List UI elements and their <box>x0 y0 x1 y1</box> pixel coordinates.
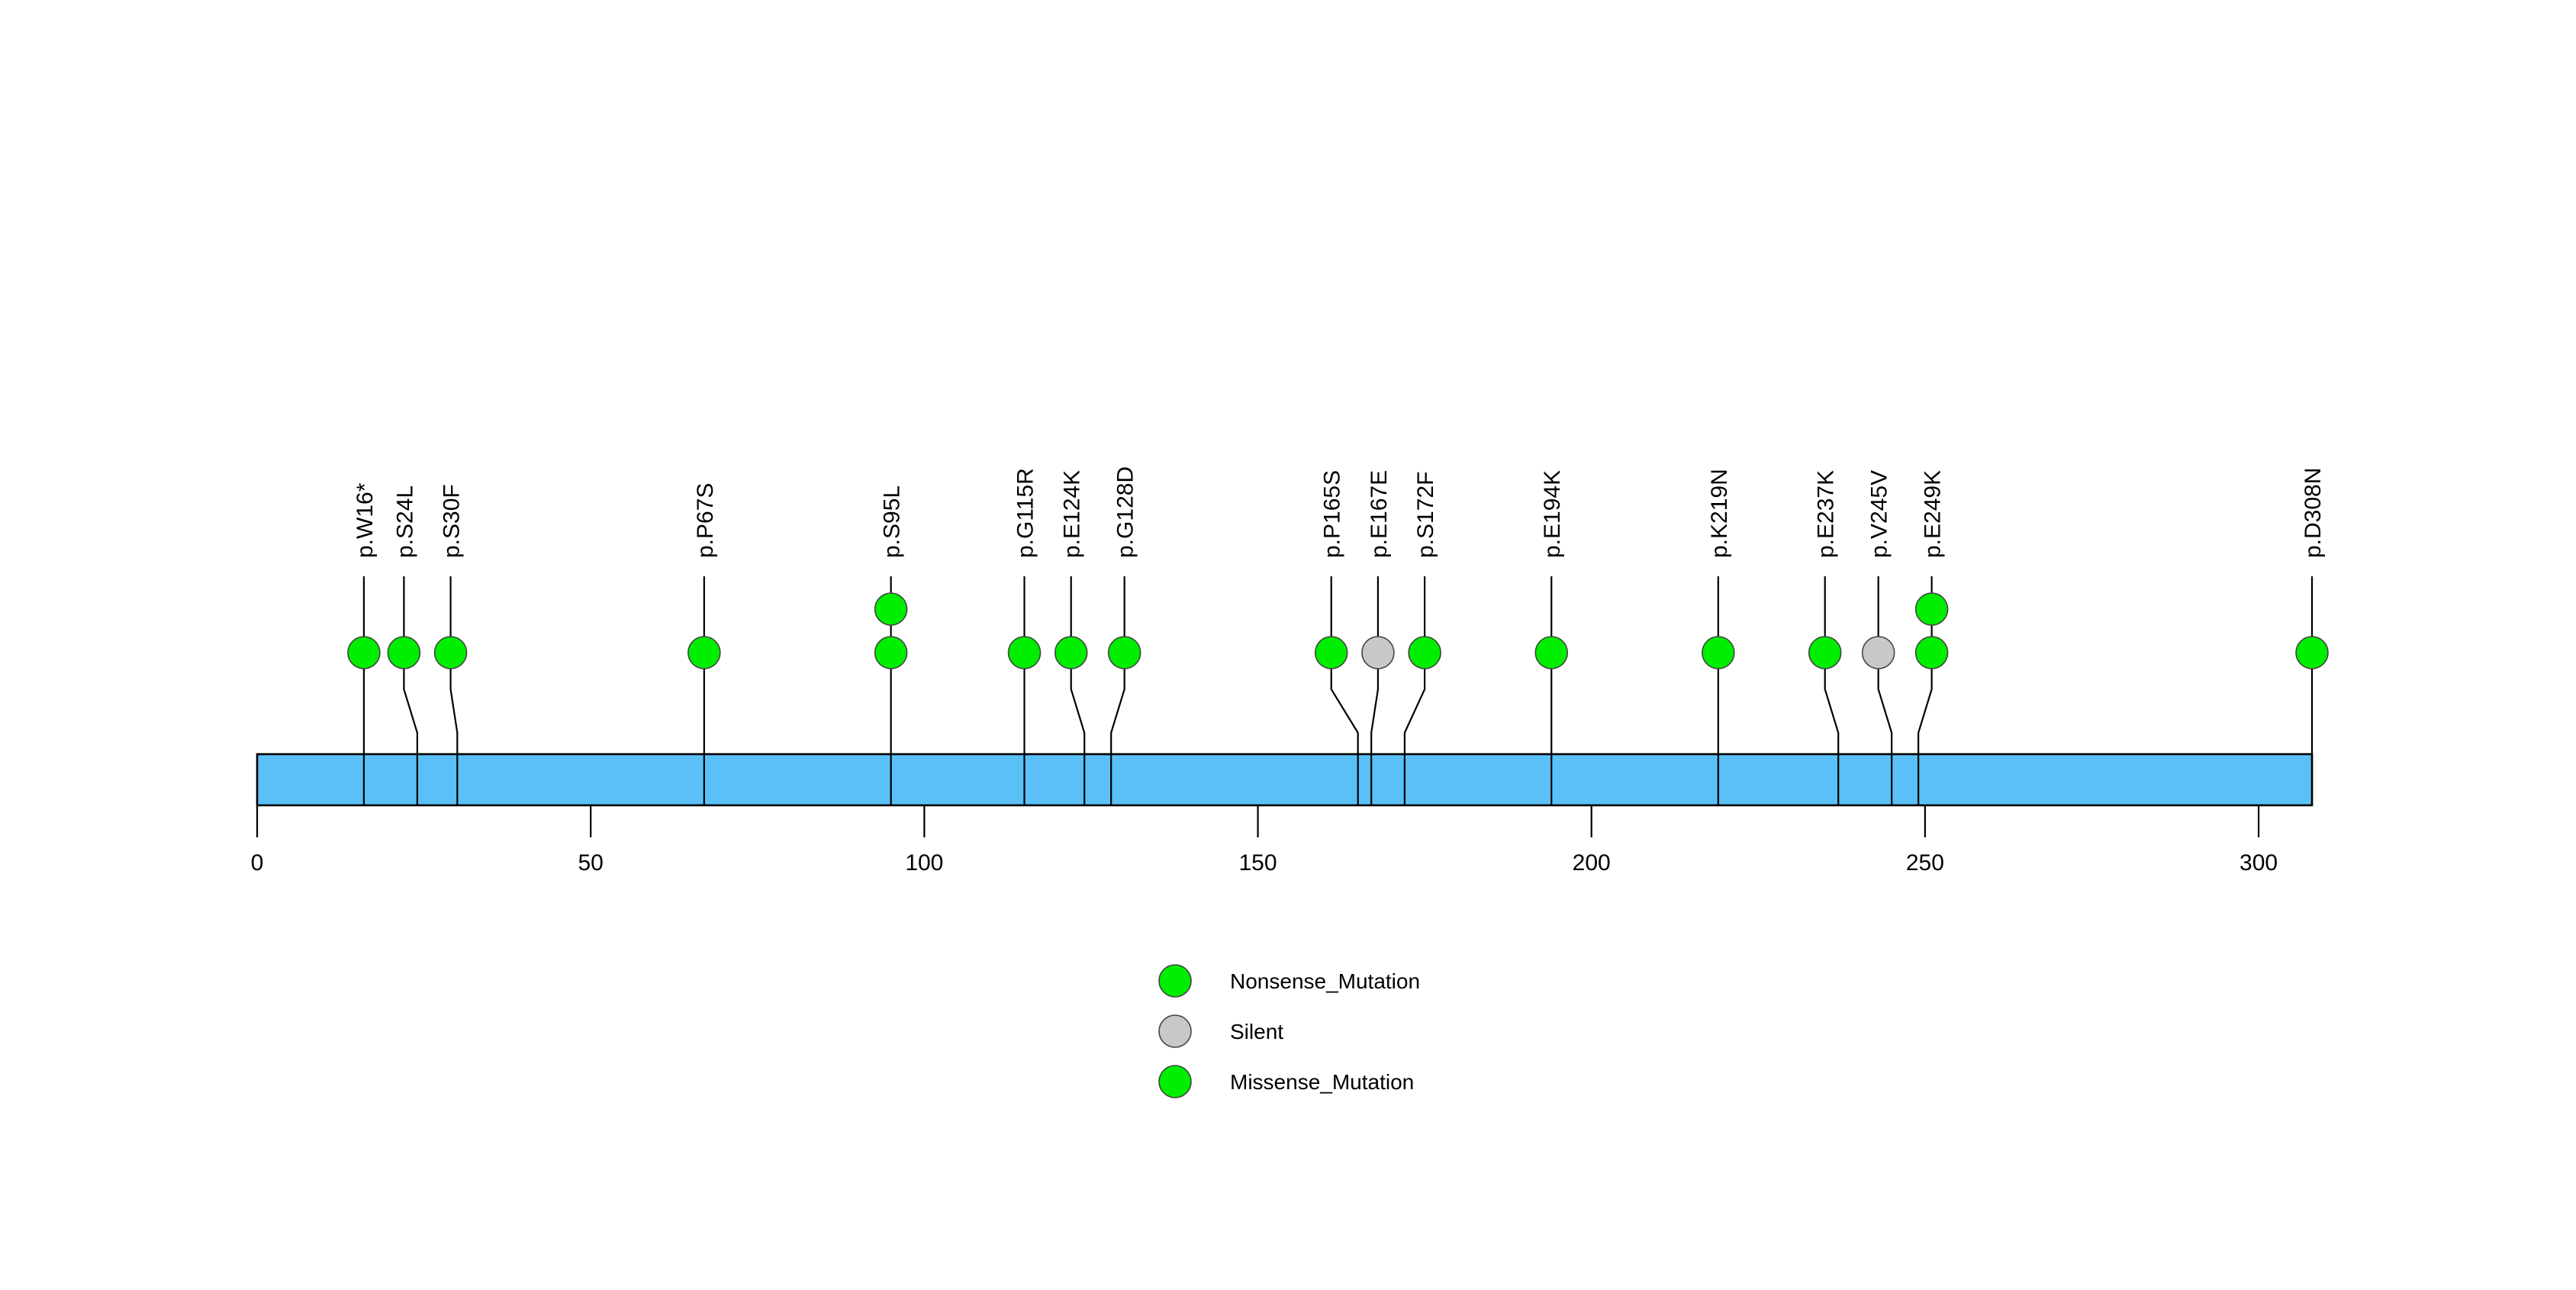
axis-tick-label: 0 <box>251 850 264 876</box>
axis-tick-label: 50 <box>578 850 603 876</box>
mutation-dot[interactable] <box>387 636 421 669</box>
mutation-dot[interactable] <box>1861 636 1895 669</box>
mutation-dot[interactable] <box>874 592 908 626</box>
mutation-label: p.K219N <box>1707 469 1732 558</box>
mutation-label: p.P67S <box>693 483 718 558</box>
mutation-label: p.V245V <box>1867 470 1892 558</box>
mutation-label: p.E167E <box>1367 470 1392 558</box>
mutation-label: p.W16* <box>353 482 378 558</box>
axis-tick-label: 300 <box>2240 850 2278 876</box>
mutation-dot[interactable] <box>1314 636 1348 669</box>
mutation-label: p.E194K <box>1540 470 1565 558</box>
mutation-label: p.G128D <box>1113 466 1138 558</box>
mutation-dot[interactable] <box>1808 636 1842 669</box>
mutation-dot[interactable] <box>433 636 468 669</box>
axis-tick-label: 250 <box>1906 850 1944 876</box>
mutation-label: p.G115R <box>1013 468 1038 558</box>
position-axis: 0 50 100 150 200 250 300 <box>251 805 2278 876</box>
mutation-label: p.S172F <box>1413 472 1438 558</box>
mutation-dot[interactable] <box>1914 636 1949 669</box>
mutation-label: p.P165S <box>1320 470 1345 558</box>
legend-label: Missense_Mutation <box>1230 1070 1414 1094</box>
mutation-label: p.S95L <box>880 485 905 558</box>
mutation-dot[interactable] <box>1054 636 1088 669</box>
mutation-dot[interactable] <box>687 636 721 669</box>
legend-label: Nonsense_Mutation <box>1230 969 1420 993</box>
mutation-label: p.E249K <box>1921 470 1946 558</box>
mutation-label: p.S30F <box>440 484 465 558</box>
mutation-dot[interactable] <box>1914 592 1949 626</box>
axis-tick-label: 150 <box>1238 850 1277 876</box>
mutation-dot[interactable] <box>2295 636 2329 669</box>
axis-tick-label: 100 <box>905 850 943 876</box>
mutation-dot[interactable] <box>1107 636 1141 669</box>
mutation-dots-layer <box>347 592 2329 669</box>
legend-label: Silent <box>1230 1020 1283 1043</box>
legend-swatch[interactable] <box>1158 1014 1192 1048</box>
mutation-dot[interactable] <box>1534 636 1569 669</box>
mutation-labels-layer: p.W16* p.S24L p.S30F p.P67S p.S95L p.G115R p.E… <box>353 466 2326 558</box>
mutation-dot[interactable] <box>1408 636 1441 669</box>
legend-swatch[interactable] <box>1158 964 1192 998</box>
axis-tick-label: 200 <box>1573 850 1611 876</box>
legend-swatch[interactable] <box>1158 1065 1192 1098</box>
mutation-dot[interactable] <box>1702 636 1735 669</box>
mutation-label: p.S24L <box>392 485 417 558</box>
domain-bar <box>256 753 2314 807</box>
mutation-dot[interactable] <box>1361 636 1395 669</box>
mutation-label: p.E237K <box>1814 470 1839 558</box>
protein-domain-track <box>256 753 2314 807</box>
mutation-label: p.D308N <box>2301 468 2326 558</box>
mutation-dot[interactable] <box>1007 636 1042 669</box>
mutation-label: p.E124K <box>1060 470 1085 558</box>
mutation-dot[interactable] <box>874 636 908 669</box>
mutation-dot[interactable] <box>347 636 381 669</box>
